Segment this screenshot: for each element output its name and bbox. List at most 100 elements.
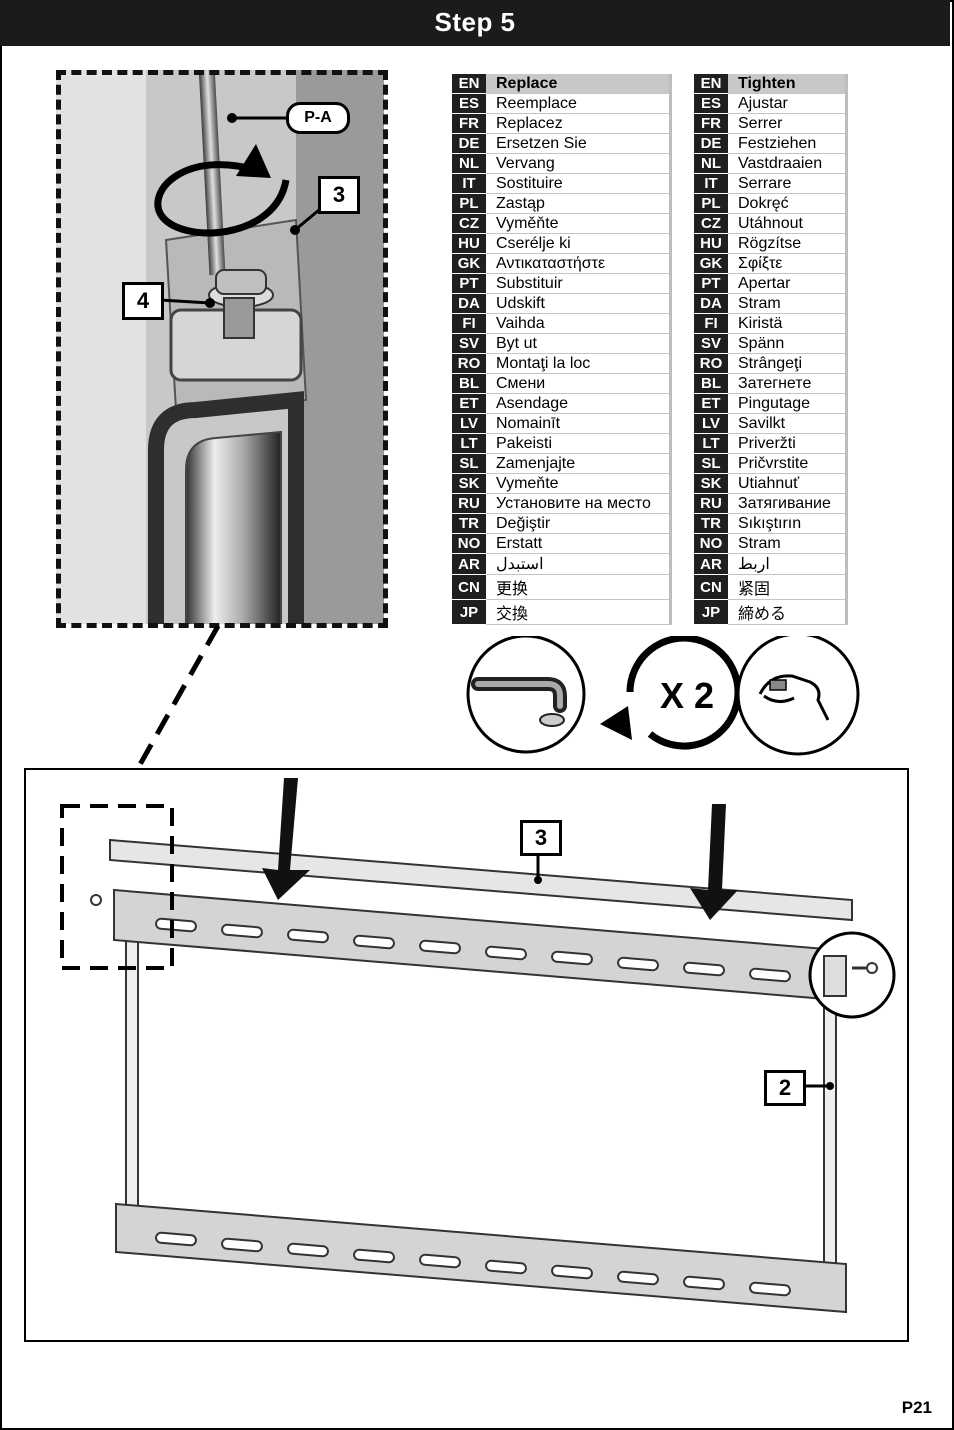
language-code: LV [694, 413, 728, 434]
callout-part-4-photo-label: 4 [136, 288, 150, 313]
language-code: NL [694, 153, 728, 174]
translation-text: Değiştir [486, 513, 672, 534]
callout-tool-pa-label: P-A [304, 109, 332, 126]
language-code: AR [452, 553, 486, 575]
assembly-drawing [60, 778, 896, 1314]
language-code: RU [452, 493, 486, 514]
translation-text: Substituir [486, 273, 672, 294]
translation-text: استبدل [486, 553, 672, 575]
icon-row: X 2 [466, 636, 860, 756]
language-code: CZ [694, 213, 728, 234]
down-arrow-left [262, 778, 310, 900]
language-code: PL [694, 193, 728, 214]
language-code: RO [452, 353, 486, 374]
language-code: RO [694, 353, 728, 374]
translation-text: Byt ut [486, 333, 672, 354]
translation-text: Vervang [486, 153, 672, 174]
language-code: LT [452, 433, 486, 454]
translation-text: Savilkt [728, 413, 848, 434]
page-number: P21 [902, 1398, 932, 1418]
language-code: LT [694, 433, 728, 454]
language-code: HU [694, 233, 728, 254]
language-code: NL [452, 153, 486, 174]
translation-text: 交換 [486, 599, 672, 625]
translation-text: Reemplace [486, 93, 672, 114]
language-code: SK [452, 473, 486, 494]
callout-part-2-diagram: 2 [764, 1070, 806, 1106]
translation-text: Σφίξτε [728, 253, 848, 274]
callout-tool-pa: P-A [286, 102, 350, 134]
translation-text: Festziehen [728, 133, 848, 154]
translation-text: Dokręć [728, 193, 848, 214]
translation-text: Stram [728, 533, 848, 554]
translation-text: Apertar [728, 273, 848, 294]
language-code: IT [694, 173, 728, 194]
translation-text: Cserélje ki [486, 233, 672, 254]
translation-text: Vymeňte [486, 473, 672, 494]
language-code: SL [452, 453, 486, 474]
language-code: PL [452, 193, 486, 214]
translation-text: اربط [728, 553, 848, 575]
down-arrow-right [690, 804, 738, 920]
language-code: IT [452, 173, 486, 194]
translation-text: Strângeţi [728, 353, 848, 374]
translation-text: Pričvrstite [728, 453, 848, 474]
translation-text: Asendage [486, 393, 672, 414]
translation-text: Replace [486, 74, 672, 94]
translation-text: Vaihda [486, 313, 672, 334]
translation-text: Erstatt [486, 533, 672, 554]
repeat-arrow-icon [600, 636, 742, 750]
language-code: CZ [452, 213, 486, 234]
translation-text: Tighten [728, 74, 848, 94]
language-code: GK [452, 253, 486, 274]
translation-text: Priveržti [728, 433, 848, 454]
callout-part-3-diagram: 3 [520, 820, 562, 856]
translation-text: Sıkıştırın [728, 513, 848, 534]
language-code: ET [694, 393, 728, 414]
language-code: EN [694, 74, 728, 94]
language-code: CN [694, 574, 728, 600]
language-code: JP [452, 599, 486, 625]
language-code: RU [694, 493, 728, 514]
translation-text: Смени [486, 373, 672, 394]
lower-rail-slots [155, 1231, 791, 1297]
translation-text: Udskift [486, 293, 672, 314]
language-code: TR [452, 513, 486, 534]
translation-text: Nomainīt [486, 413, 672, 434]
language-code: FI [694, 313, 728, 334]
language-code: SL [694, 453, 728, 474]
language-code: DA [452, 293, 486, 314]
translation-text: Затягивание [728, 493, 848, 514]
translation-text: Montaţi la loc [486, 353, 672, 374]
translation-text: Затегнете [728, 373, 848, 394]
detail-zoom-circle [808, 931, 896, 1019]
language-code: SV [452, 333, 486, 354]
language-code: HU [452, 233, 486, 254]
hex-key-icon [466, 636, 586, 754]
language-code: PT [694, 273, 728, 294]
